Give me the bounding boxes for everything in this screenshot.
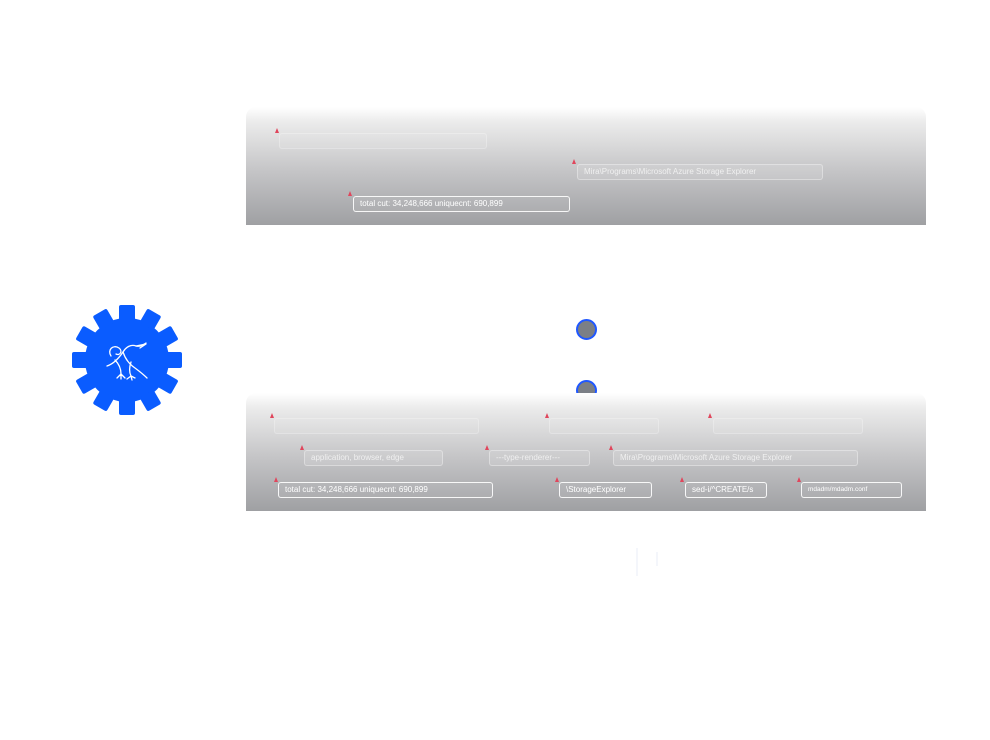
top-panel: Mira\Programs\Microsoft Azure Storage Ex… [246, 107, 926, 225]
stats-field[interactable]: total cut: 34,248,666 uniquecnt: 690,899 [353, 196, 570, 212]
ghost-mark [656, 552, 658, 566]
field-marker [485, 445, 489, 450]
bottom-panel: application, browser, edge ---type-rende… [246, 393, 926, 511]
field-marker [270, 413, 274, 418]
field-marker [274, 477, 278, 482]
empty-field[interactable] [279, 133, 487, 149]
empty-field[interactable] [549, 418, 659, 434]
field-marker [797, 477, 801, 482]
empty-field[interactable] [713, 418, 863, 434]
field-marker [300, 445, 304, 450]
path-field[interactable]: Mira\Programs\Microsoft Azure Storage Ex… [577, 164, 823, 180]
storage-field[interactable]: \StorageExplorer [559, 482, 652, 498]
ghost-mark [636, 548, 638, 576]
tags-field[interactable]: application, browser, edge [304, 450, 443, 466]
field-marker [275, 128, 279, 133]
field-marker [545, 413, 549, 418]
sed-field[interactable]: sed-i/^CREATE/s [685, 482, 767, 498]
field-marker [572, 159, 576, 164]
conf-field[interactable]: mdadm/mdadm.conf [801, 482, 902, 498]
field-marker [708, 413, 712, 418]
field-marker [348, 191, 352, 196]
type-field[interactable]: ---type-renderer--- [489, 450, 590, 466]
field-marker [555, 477, 559, 482]
path-field[interactable]: Mira\Programs\Microsoft Azure Storage Ex… [613, 450, 858, 466]
connector-node[interactable] [576, 319, 597, 340]
stats-field[interactable]: total cut: 34,248,666 uniquecnt: 690,899 [278, 482, 493, 498]
empty-field[interactable] [274, 418, 479, 434]
gear-bird-logo-icon [72, 305, 182, 415]
field-marker [680, 477, 684, 482]
field-marker [609, 445, 613, 450]
